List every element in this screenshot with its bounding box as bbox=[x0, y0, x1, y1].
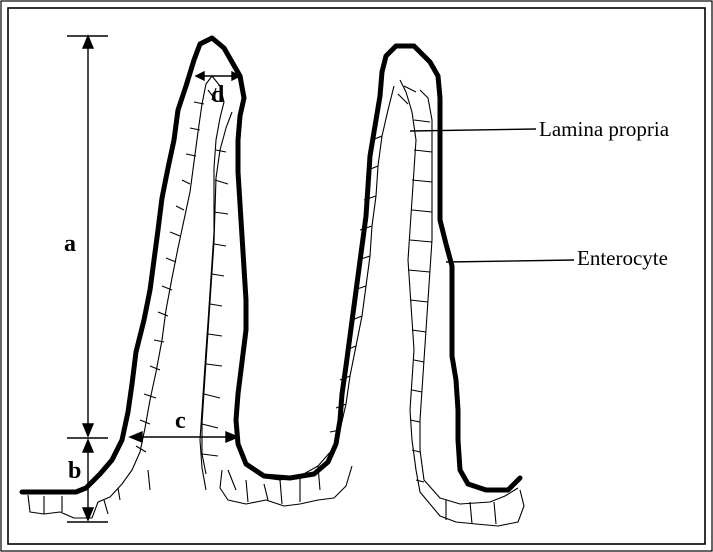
villus-2-core-outline bbox=[400, 80, 430, 504]
crypt-depth-arrow-top bbox=[83, 440, 93, 452]
villus-1-basal-outline bbox=[92, 76, 224, 518]
enterocyte-leader bbox=[446, 260, 574, 262]
cell-walls-villus-1-right bbox=[202, 88, 228, 456]
villus-2-right-cells-outline bbox=[420, 90, 518, 504]
villus-2-left-cells-outline bbox=[265, 86, 394, 480]
lamina-propria-leader bbox=[410, 129, 536, 131]
label-d: d bbox=[211, 82, 225, 108]
label-a: a bbox=[64, 231, 76, 257]
villus-height-arrow-top bbox=[83, 36, 93, 48]
villus-1-right-cells-outline bbox=[202, 112, 232, 474]
crypt-cells-outline bbox=[220, 466, 352, 506]
villus-height-arrow-bottom bbox=[83, 424, 93, 436]
label-c: c bbox=[175, 408, 186, 434]
label-lamina-propria: Lamina propria bbox=[539, 117, 670, 141]
cell-walls-villus-2-right bbox=[398, 86, 496, 524]
villus-tip-width-arrow-left bbox=[196, 72, 204, 80]
cell-walls-villus-1-left bbox=[104, 102, 204, 514]
base-cells-outline bbox=[28, 495, 92, 518]
right-base-cells-outline bbox=[430, 490, 524, 526]
label-enterocyte: Enterocyte bbox=[577, 246, 668, 270]
label-b: b bbox=[68, 458, 81, 484]
villus-base-width-arrow-left bbox=[130, 432, 142, 442]
measurement-annotations bbox=[67, 36, 574, 522]
apical-surface-outline bbox=[22, 38, 520, 492]
